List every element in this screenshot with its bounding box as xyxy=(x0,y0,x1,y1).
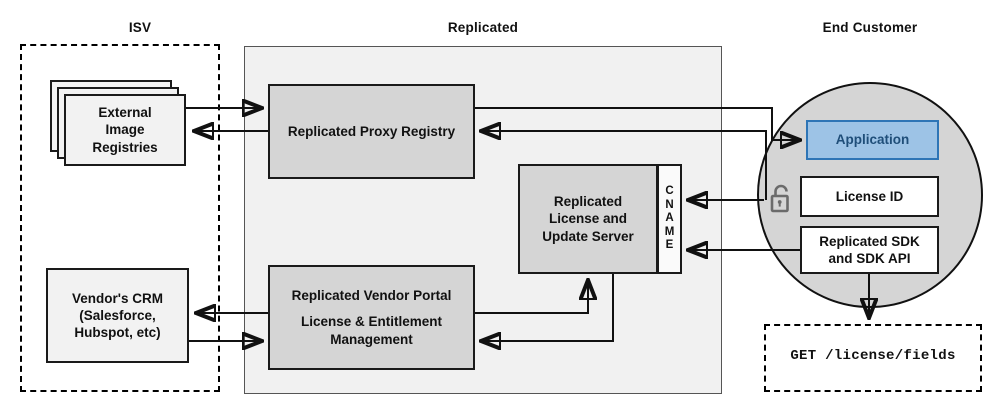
application-node[interactable]: Application xyxy=(806,120,939,160)
vendors-crm-line1: Vendor's CRM xyxy=(72,290,163,306)
cname-letter-m: M xyxy=(664,225,675,238)
external-image-registries-line1: External xyxy=(98,105,152,121)
replicated-proxy-registry-label: Replicated Proxy Registry xyxy=(287,123,456,139)
replicated-sdk-line2: and SDK API xyxy=(828,251,911,266)
vendor-portal-line1: Replicated Vendor Portal xyxy=(291,288,452,304)
cname-letter-c: C xyxy=(665,185,674,198)
license-server-line1: Replicated xyxy=(553,194,623,210)
external-image-registries-line2: Image xyxy=(105,122,145,138)
license-id-node[interactable]: License ID xyxy=(800,176,939,217)
isv-zone xyxy=(20,44,220,392)
replicated-proxy-registry[interactable]: Replicated Proxy Registry xyxy=(268,84,475,179)
license-id-label: License ID xyxy=(835,188,904,204)
column-title-end-customer: End Customer xyxy=(822,20,918,35)
api-call-zone xyxy=(764,324,982,392)
replicated-vendor-portal[interactable]: Replicated Vendor Portal License & Entit… xyxy=(268,265,475,370)
cname-label-box: C N A M E xyxy=(657,164,682,274)
license-server-line3: Update Server xyxy=(542,228,634,244)
replicated-license-and-update-server[interactable]: Replicated License and Update Server xyxy=(518,164,658,274)
api-call-text: GET /license/fields xyxy=(790,348,956,364)
cname-letter-n: N xyxy=(665,198,674,211)
application-label: Application xyxy=(835,132,910,148)
vendor-portal-line3: Management xyxy=(330,331,413,347)
unlock-icon xyxy=(766,181,794,215)
vendors-crm-line3: Hubspot, etc) xyxy=(74,325,161,341)
replicated-sdk-line1: Replicated SDK xyxy=(819,233,920,249)
column-title-replicated: Replicated xyxy=(447,20,519,35)
vendors-crm[interactable]: Vendor's CRM (Salesforce, Hubspot, etc) xyxy=(46,268,189,363)
vendors-crm-line2: (Salesforce, xyxy=(79,307,156,323)
column-title-isv: ISV xyxy=(128,20,152,35)
external-image-registries-line3: Registries xyxy=(92,139,158,155)
cname-letter-a: A xyxy=(665,212,674,225)
cname-letter-e: E xyxy=(665,239,674,252)
vendor-portal-line2: License & Entitlement xyxy=(300,314,443,330)
replicated-sdk-node[interactable]: Replicated SDK and SDK API xyxy=(800,226,939,274)
external-image-registries[interactable]: External Image Registries xyxy=(64,94,186,166)
license-server-line2: License and xyxy=(548,211,628,227)
vendor-portal-line2and3: License & Entitlement Management xyxy=(301,313,442,348)
